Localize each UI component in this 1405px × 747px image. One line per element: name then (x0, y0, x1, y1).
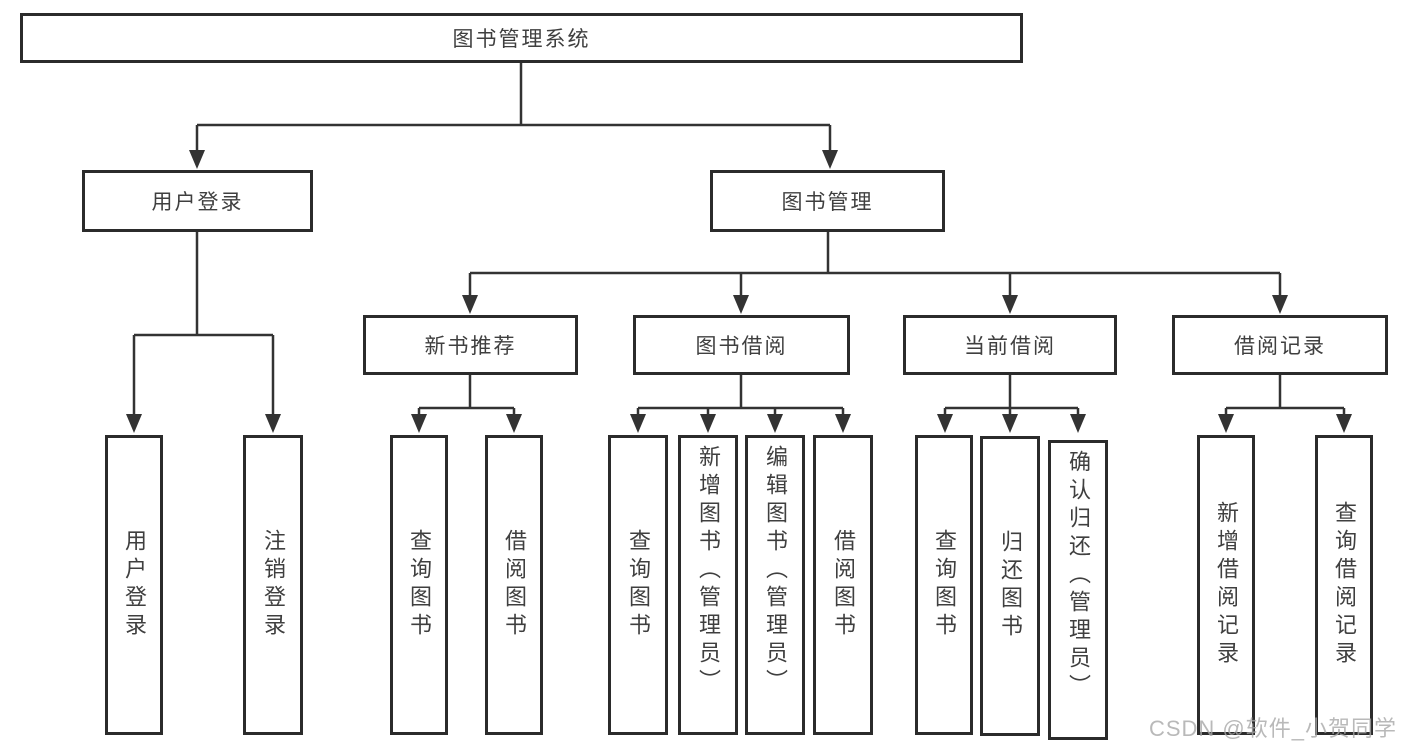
node-label: 确认归还（管理员） (1066, 450, 1091, 702)
node-label: 新增图书（管理员） (696, 445, 721, 697)
node-label: 用户登录 (151, 191, 244, 214)
node-label: 图书借阅 (695, 335, 788, 358)
leaf-confirm-return-admin: 确认归还（管理员） (1048, 440, 1108, 740)
node-book-borrow: 图书借阅 (633, 315, 850, 375)
leaf-query-books-borrow: 查询图书 (608, 435, 668, 735)
node-label: 用户登录 (122, 529, 147, 641)
node-label: 图书管理 (781, 191, 874, 214)
node-label: 查询图书 (932, 529, 957, 641)
node-label: 查询图书 (407, 529, 432, 641)
node-label: 编辑图书（管理员） (763, 445, 788, 697)
node-label: 查询图书 (626, 529, 651, 641)
leaf-query-books-recommend: 查询图书 (390, 435, 448, 735)
leaf-query-books-current: 查询图书 (915, 435, 973, 735)
leaf-return-books: 归还图书 (980, 436, 1040, 736)
node-new-book-recommend: 新书推荐 (363, 315, 578, 375)
node-label: 归还图书 (998, 530, 1023, 642)
leaf-user-login: 用户登录 (105, 435, 163, 735)
node-label: 当前借阅 (964, 335, 1056, 358)
node-user-login: 用户登录 (82, 170, 313, 232)
node-current-borrow: 当前借阅 (903, 315, 1117, 375)
node-label: 借阅图书 (502, 529, 527, 641)
leaf-borrow-books: 借阅图书 (813, 435, 873, 735)
node-label: 新增借阅记录 (1214, 501, 1239, 669)
node-label: 新书推荐 (424, 335, 517, 358)
node-root-system: 图书管理系统 (20, 13, 1023, 63)
node-label: 注销登录 (261, 529, 286, 641)
arrowheads (126, 150, 1352, 433)
leaf-query-borrow-record: 查询借阅记录 (1315, 435, 1373, 735)
node-borrow-records: 借阅记录 (1172, 315, 1388, 375)
leaf-logout: 注销登录 (243, 435, 303, 735)
node-label: 查询借阅记录 (1332, 501, 1357, 669)
leaf-add-borrow-record: 新增借阅记录 (1197, 435, 1255, 735)
node-label: 图书管理系统 (452, 28, 591, 51)
leaf-borrow-books-recommend: 借阅图书 (485, 435, 543, 735)
leaf-add-books-admin: 新增图书（管理员） (678, 435, 738, 735)
node-label: 借阅记录 (1234, 335, 1326, 358)
csdn-watermark: CSDN @软件_小贺同学 (1148, 716, 1397, 741)
node-book-management: 图书管理 (710, 170, 945, 232)
leaf-edit-books-admin: 编辑图书（管理员） (745, 435, 805, 735)
node-label: 借阅图书 (831, 529, 856, 641)
